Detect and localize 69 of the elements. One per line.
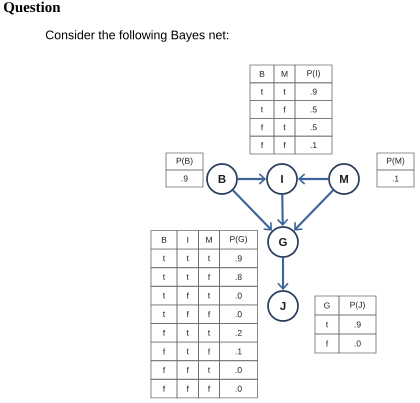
table-cell: f: [274, 136, 296, 154]
table-header-cell: P(J): [338, 296, 376, 316]
table-cell: t: [176, 248, 199, 268]
table-cell: f: [176, 286, 199, 306]
table-cell: f: [198, 342, 220, 362]
table-header-cell: B: [150, 230, 178, 250]
table-cell: t: [314, 314, 340, 334]
table-cell: t: [274, 82, 296, 101]
table-header-cell: I: [176, 230, 199, 250]
table-cell: .0: [219, 360, 258, 380]
table-cell: .0: [338, 334, 376, 354]
table-cell: .1: [219, 342, 258, 362]
table-header-cell: P(B): [166, 152, 204, 170]
table-cell: .0: [219, 304, 258, 324]
table-cell: f: [176, 304, 199, 324]
table-cell: .5: [294, 118, 332, 137]
table-cell: f: [198, 378, 220, 398]
table-cell: f: [274, 100, 296, 119]
arrow: [298, 173, 328, 185]
table-cell: .9: [294, 82, 332, 101]
table-header-cell: M: [274, 64, 296, 84]
table-cell: f: [150, 323, 178, 342]
table-cell: f: [198, 304, 220, 324]
table-cell: .1: [294, 136, 332, 154]
table-cell: f: [176, 360, 199, 380]
table-cell: .0: [219, 286, 258, 306]
table-cell: f: [150, 378, 178, 398]
table-cell: f: [198, 267, 220, 287]
table-cell: f: [250, 118, 274, 137]
table-header-cell: P(G): [219, 230, 258, 250]
table-cell: t: [250, 100, 274, 119]
table-cell: f: [150, 360, 178, 380]
table-cell: t: [274, 118, 296, 137]
table-cell: f: [150, 342, 178, 362]
table-cell: .9: [338, 314, 376, 334]
table-cell: t: [150, 267, 178, 287]
table-cell: t: [150, 304, 178, 324]
title: Question: [4, 2, 60, 14]
table-cell: .0: [219, 378, 258, 398]
table-cell: t: [198, 286, 220, 306]
table-cell: .8: [219, 267, 258, 287]
table-cell: t: [150, 286, 178, 306]
table-cell: t: [150, 248, 178, 268]
table-cell: t: [198, 360, 220, 380]
intro-text: Consider the following Bayes net:: [46, 30, 228, 42]
table-header-cell: M: [198, 230, 220, 250]
table-cell: t: [176, 267, 199, 287]
table-cell: t: [198, 248, 220, 268]
table-cell: f: [250, 136, 274, 154]
arrow: [277, 258, 289, 290]
table-cell: t: [250, 82, 274, 101]
arrow: [238, 173, 266, 185]
arrow: [277, 194, 288, 226]
table-cell: .5: [294, 100, 332, 119]
table-cell: .2: [219, 323, 258, 342]
table-cell: .9: [166, 170, 204, 188]
arrow: [232, 190, 272, 231]
arrow: [294, 190, 334, 231]
table-cell: f: [176, 378, 199, 398]
table-header-cell: P(M): [376, 152, 414, 170]
table-cell: .9: [219, 248, 258, 268]
table-cell: t: [176, 342, 199, 362]
table-header-cell: B: [250, 64, 274, 84]
table-cell: t: [198, 323, 220, 342]
table-cell: .1: [376, 170, 414, 188]
table-header-cell: G: [314, 296, 340, 316]
table-cell: t: [176, 323, 199, 342]
table-cell: f: [314, 334, 340, 354]
table-header-cell: P(I): [294, 64, 332, 84]
